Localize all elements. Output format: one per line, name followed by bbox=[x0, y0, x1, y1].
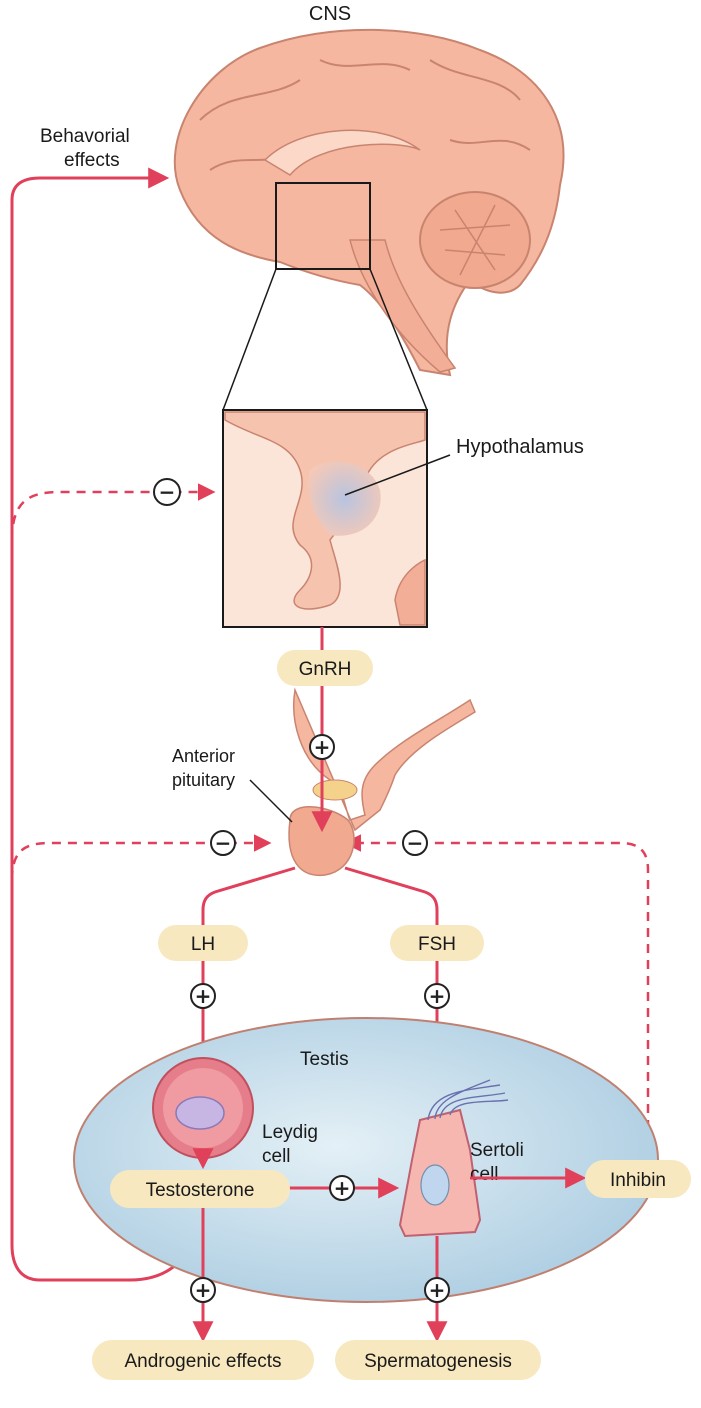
pituitary-to-lh-line bbox=[203, 868, 295, 925]
minus-sign-pituitary-right: − bbox=[403, 831, 427, 855]
testis-label: Testis bbox=[300, 1049, 349, 1070]
lh-pill: LH bbox=[158, 925, 248, 961]
plus-sign-testosterone-sertoli: + bbox=[330, 1176, 354, 1200]
anterior-pituitary-pointer bbox=[250, 780, 292, 822]
gnrh-label: GnRH bbox=[299, 659, 352, 680]
inhibin-pill: Inhibin bbox=[585, 1160, 691, 1198]
testis-oval bbox=[74, 1018, 658, 1302]
testosterone-pill: Testosterone bbox=[110, 1170, 290, 1208]
minus-sign-hypothalamus: − bbox=[154, 479, 180, 505]
leydig-cell bbox=[153, 1058, 253, 1158]
hypothalamus-label: Hypothalamus bbox=[456, 436, 584, 458]
svg-text:−: − bbox=[407, 831, 424, 855]
spermatogenesis-label: Spermatogenesis bbox=[364, 1351, 512, 1372]
plus-sign-androgenic: + bbox=[191, 1278, 215, 1302]
plus-sign-fsh: + bbox=[425, 984, 449, 1008]
behavioral-effects-label-line1: Behavorial bbox=[40, 126, 130, 147]
svg-text:+: + bbox=[195, 1278, 212, 1302]
svg-text:−: − bbox=[215, 831, 232, 855]
anterior-pituitary-label-line2: pituitary bbox=[172, 770, 235, 790]
cns-label: CNS bbox=[309, 3, 351, 25]
behavioral-effects-label-line2: effects bbox=[64, 150, 120, 171]
svg-text:−: − bbox=[159, 480, 176, 504]
svg-text:+: + bbox=[334, 1176, 351, 1200]
svg-text:+: + bbox=[429, 984, 446, 1008]
feedback-arrow-hypothalamus bbox=[12, 492, 212, 540]
plus-sign-gnrh: + bbox=[310, 735, 334, 759]
leydig-cell-label-line1: Leydig bbox=[262, 1122, 318, 1143]
pituitary-to-fsh-line bbox=[345, 868, 437, 925]
testosterone-label: Testosterone bbox=[146, 1180, 255, 1201]
sertoli-cell-label-line1: Sertoli bbox=[470, 1140, 524, 1161]
pituitary-illustration bbox=[289, 690, 475, 875]
lh-label: LH bbox=[191, 934, 215, 955]
plus-sign-lh: + bbox=[191, 984, 215, 1008]
inhibin-label: Inhibin bbox=[610, 1170, 666, 1191]
gnrh-pill: GnRH bbox=[277, 650, 373, 686]
androgenic-effects-pill: Androgenic effects bbox=[92, 1340, 314, 1380]
fsh-label: FSH bbox=[418, 934, 456, 955]
svg-text:+: + bbox=[429, 1278, 446, 1302]
plus-sign-spermatogenesis: + bbox=[425, 1278, 449, 1302]
svg-text:+: + bbox=[314, 735, 331, 759]
minus-sign-pituitary-left: − bbox=[211, 831, 235, 855]
spermatogenesis-pill: Spermatogenesis bbox=[335, 1340, 541, 1380]
leydig-cell-label-line2: cell bbox=[262, 1146, 291, 1167]
hypothalamus-zoom-box bbox=[223, 410, 427, 627]
fsh-pill: FSH bbox=[390, 925, 484, 961]
anterior-pituitary-label-line1: Anterior bbox=[172, 746, 235, 766]
zoom-line-left bbox=[223, 269, 276, 410]
androgenic-effects-label: Androgenic effects bbox=[124, 1351, 281, 1372]
svg-text:+: + bbox=[195, 984, 212, 1008]
sertoli-cell-label-line2: cell bbox=[470, 1164, 499, 1185]
